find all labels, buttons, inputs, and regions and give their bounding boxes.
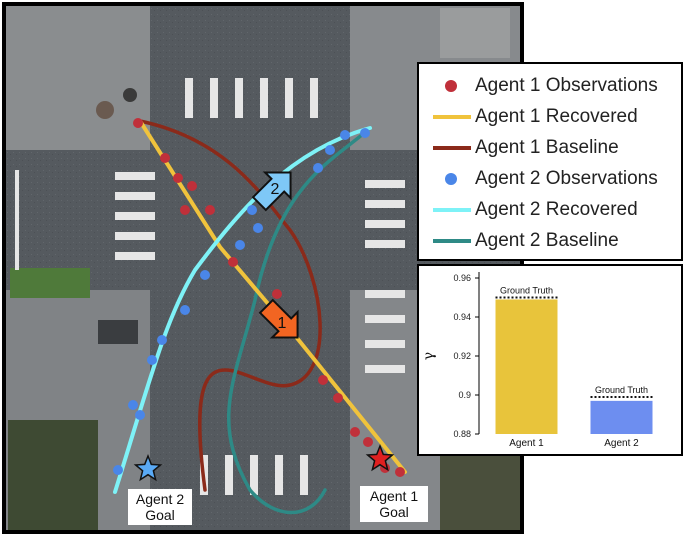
agent1-recovered-path xyxy=(138,119,407,474)
legend-item: Agent 2 Recovered xyxy=(431,194,673,225)
y-axis-label: γ xyxy=(421,352,437,360)
agent2-recovered-path xyxy=(113,126,372,494)
legend-item: Agent 1 Baseline xyxy=(431,132,673,163)
y-tick-label: 0.92 xyxy=(453,351,471,361)
agent1-goal-star-icon xyxy=(365,443,395,472)
y-tick-label: 0.94 xyxy=(453,312,471,322)
legend-item: Agent 2 Observations xyxy=(431,163,673,194)
agent2-goal-label: Agent 2 Goal xyxy=(128,489,192,525)
legend-label: Agent 1 Baseline xyxy=(475,136,619,158)
agent1-arrow-label: 1 xyxy=(278,315,287,332)
legend-line-icon xyxy=(431,107,475,127)
ground-truth-label: Ground Truth xyxy=(595,385,648,395)
legend-line-icon xyxy=(431,231,475,251)
legend-item: Agent 1 Observations xyxy=(431,70,673,101)
agent1-direction-arrow: 1 xyxy=(258,298,299,339)
legend-item: Agent 2 Baseline xyxy=(431,225,673,256)
x-tick-label: Agent 2 xyxy=(604,438,639,449)
legend-line-icon xyxy=(431,200,475,220)
legend-dot-icon xyxy=(431,169,475,189)
legend-label: Agent 2 Observations xyxy=(475,167,658,189)
legend-label: Agent 1 Recovered xyxy=(475,105,638,127)
agent2-observations xyxy=(113,128,370,475)
ground-truth-label: Ground Truth xyxy=(500,286,553,296)
legend-line-icon xyxy=(431,138,475,158)
bar xyxy=(495,299,558,434)
legend-label: Agent 2 Baseline xyxy=(475,229,619,251)
bar xyxy=(590,400,653,434)
legend-label: Agent 2 Recovered xyxy=(475,198,638,220)
agent2-goal-star-icon xyxy=(133,453,163,482)
legend-item: Agent 1 Recovered xyxy=(431,101,673,132)
agent1-goal-label: Agent 1 Goal xyxy=(360,486,428,522)
y-tick-label: 0.96 xyxy=(453,273,471,283)
legend-label: Agent 1 Observations xyxy=(475,74,658,96)
agent2-arrow-label: 2 xyxy=(271,181,280,198)
y-tick-label: 0.88 xyxy=(453,429,471,439)
y-tick-label: 0.9 xyxy=(458,390,471,400)
agent1-baseline-path xyxy=(138,119,322,492)
agent2-direction-arrow: 2 xyxy=(251,171,292,212)
x-tick-label: Agent 1 xyxy=(509,438,544,449)
legend-dot-icon xyxy=(431,76,475,96)
